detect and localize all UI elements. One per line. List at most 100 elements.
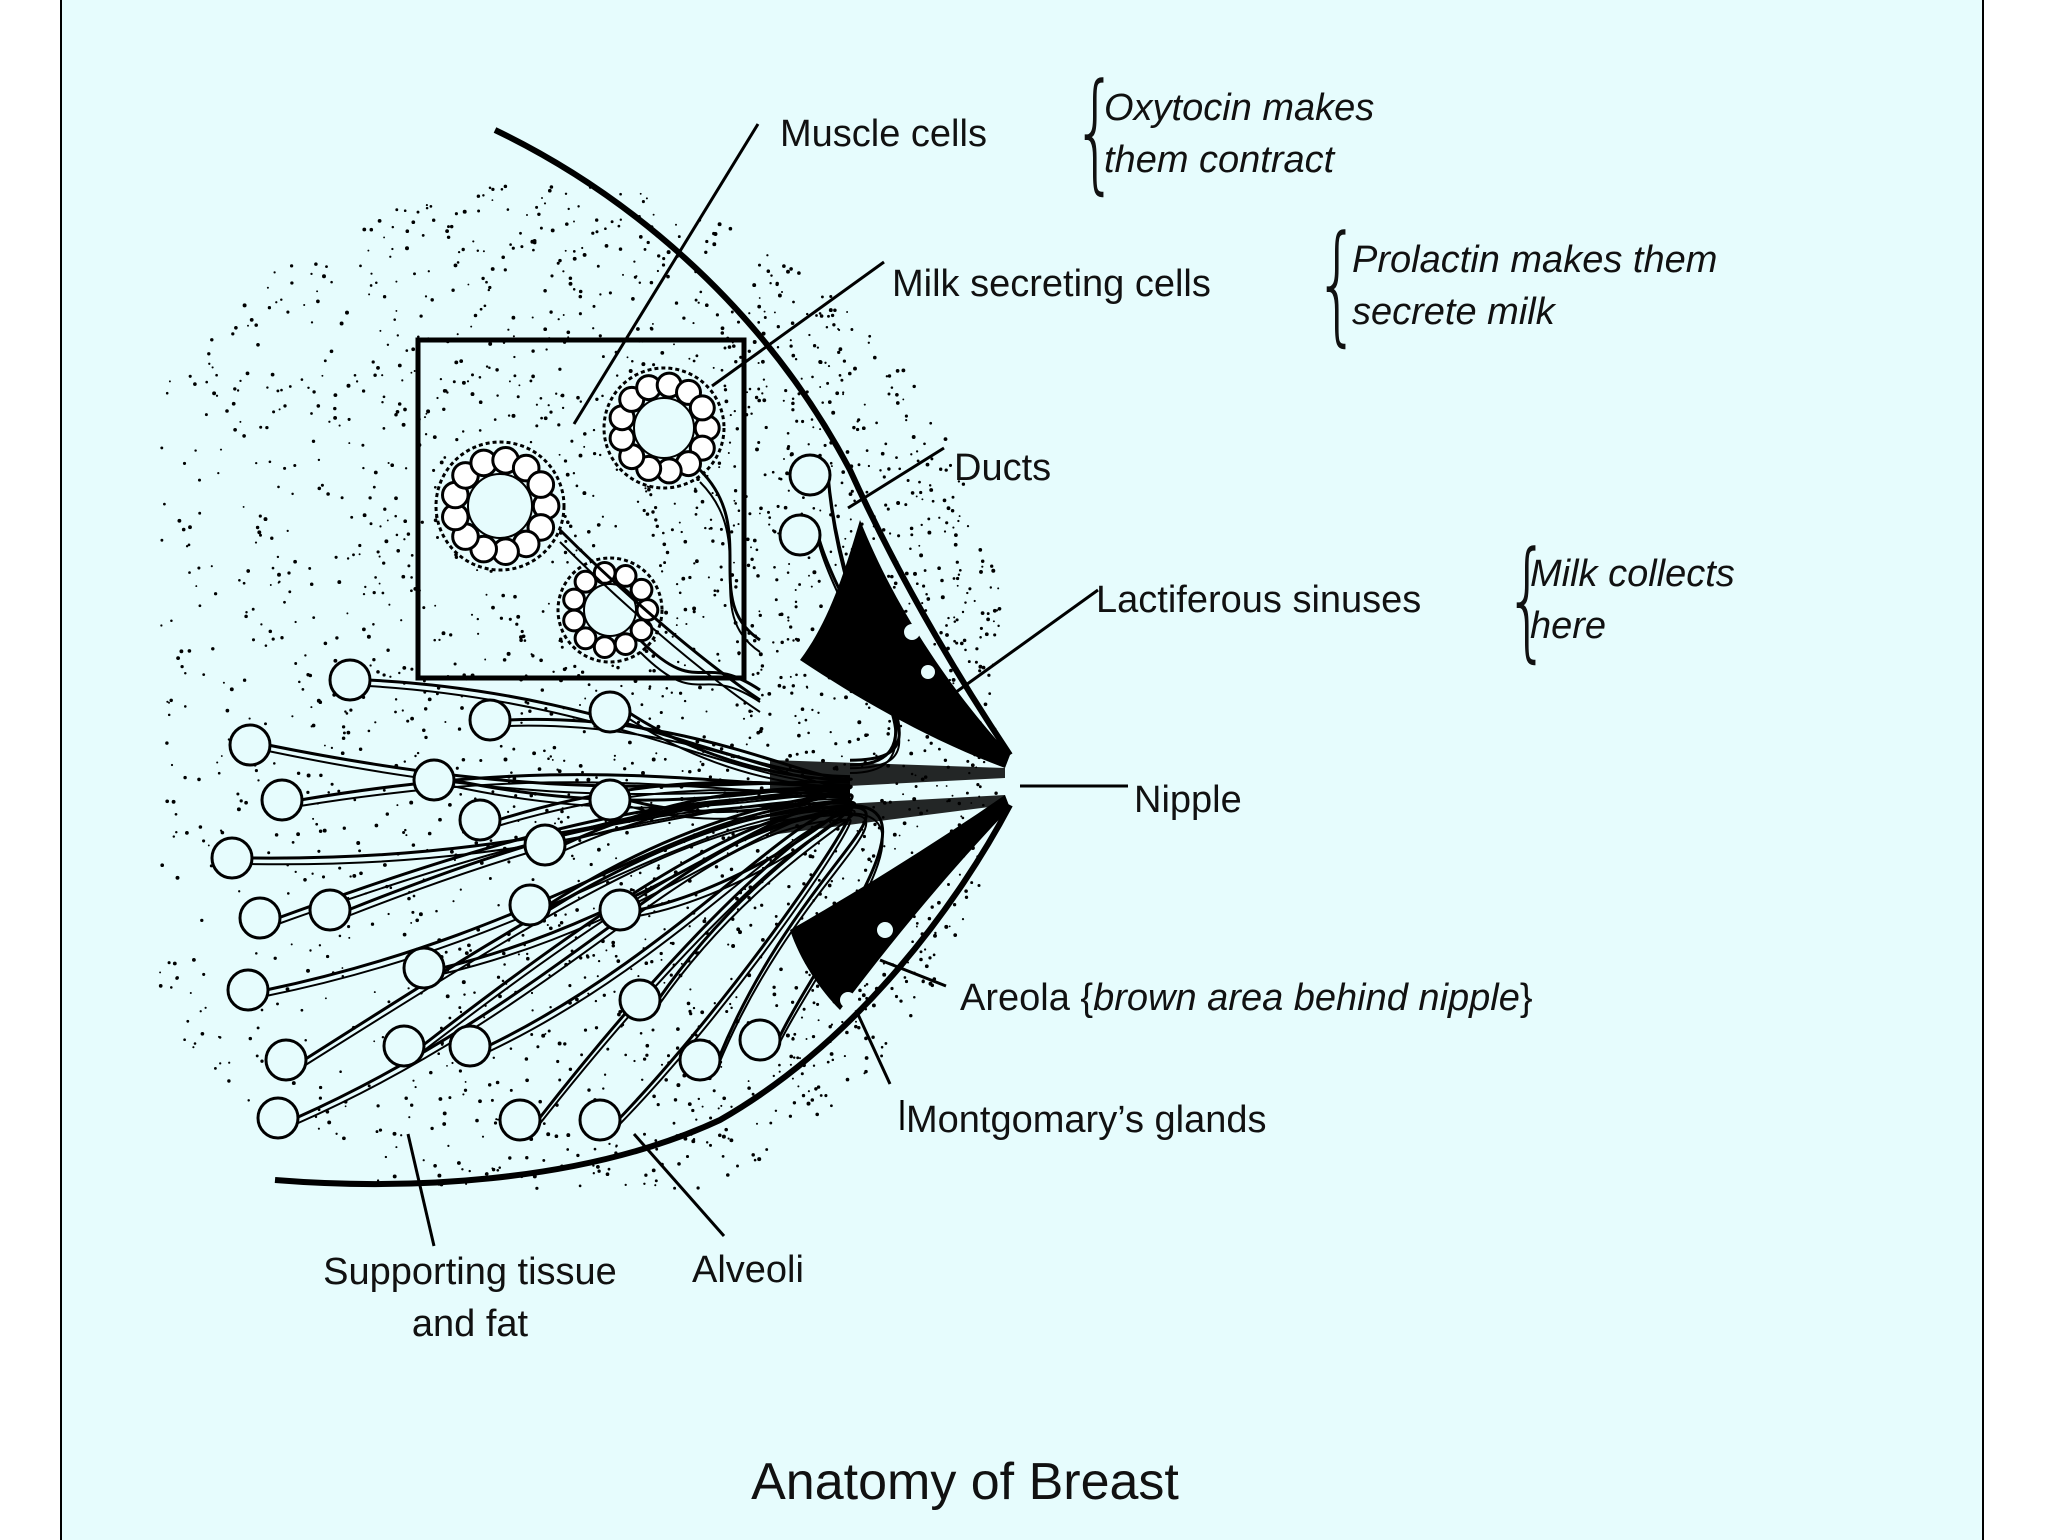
stipple-dot xyxy=(312,390,316,394)
stipple-dot xyxy=(208,362,211,365)
stipple-dot xyxy=(485,593,488,596)
stipple-dot xyxy=(643,247,647,251)
stipple-dot xyxy=(392,1174,397,1179)
stipple-dot xyxy=(188,525,192,530)
stipple-dot xyxy=(920,523,923,527)
stipple-dot xyxy=(926,597,931,601)
stipple-dot xyxy=(678,691,683,695)
stipple-dot xyxy=(946,506,951,511)
stipple-dot xyxy=(757,1157,762,1162)
stipple-dot xyxy=(774,598,778,602)
stipple-dot xyxy=(812,1001,816,1005)
stipple-dot xyxy=(850,328,854,331)
stipple-dot xyxy=(746,563,751,568)
stipple-dot xyxy=(379,329,382,332)
stipple-dot xyxy=(401,379,404,382)
stipple-dot xyxy=(537,767,542,771)
stipple-dot xyxy=(373,373,377,377)
stipple-dot xyxy=(657,254,661,258)
stipple-dot xyxy=(636,500,640,504)
stipple-dot xyxy=(384,1155,388,1159)
stipple-dot xyxy=(476,249,480,252)
stipple-dot xyxy=(727,1137,730,1140)
stipple-dot xyxy=(187,649,192,653)
stipple-dot xyxy=(656,269,660,273)
stipple-dot xyxy=(636,720,641,724)
stipple-dot xyxy=(789,675,792,678)
stipple-dot xyxy=(373,470,378,475)
stipple-dot xyxy=(539,658,543,663)
stipple-dot xyxy=(405,349,409,352)
stipple-dot xyxy=(725,1009,729,1014)
stipple-dot xyxy=(827,365,831,368)
stipple-dot xyxy=(767,510,770,514)
stipple-dot xyxy=(462,209,467,214)
stipple-dot xyxy=(819,692,824,697)
stipple-dot xyxy=(763,316,767,319)
stipple-dot xyxy=(447,1144,450,1147)
stipple-dot xyxy=(947,616,950,620)
stipple-dot xyxy=(663,757,667,761)
stipple-dot xyxy=(273,271,276,274)
stipple-dot xyxy=(160,863,165,868)
stipple-dot xyxy=(666,274,670,279)
stipple-dot xyxy=(453,263,458,268)
stipple-dot xyxy=(655,524,660,529)
stipple-dot xyxy=(367,1084,371,1088)
stipple-dot xyxy=(176,656,181,661)
stipple-dot xyxy=(474,841,479,845)
stipple-dot xyxy=(395,533,399,537)
stipple-dot xyxy=(246,569,251,573)
stipple-dot xyxy=(863,984,867,987)
stipple-dot xyxy=(733,499,736,502)
stipple-dot xyxy=(597,847,601,852)
stipple-dot xyxy=(897,534,901,538)
stipple-dot xyxy=(958,873,961,876)
stipple-dot xyxy=(513,374,517,378)
stipple-dot xyxy=(806,312,809,316)
stipple-dot xyxy=(535,403,539,406)
stipple-dot xyxy=(514,835,518,840)
stipple-dot xyxy=(398,671,401,675)
stipple-dot xyxy=(765,385,768,388)
stipple-dot xyxy=(616,665,620,670)
stipple-dot xyxy=(811,749,816,754)
stipple-dot xyxy=(828,308,833,313)
stipple-dot xyxy=(864,1036,868,1041)
stipple-dot xyxy=(382,788,386,792)
stipple-dot xyxy=(737,509,741,512)
stipple-dot xyxy=(342,731,346,735)
stipple-dot xyxy=(819,314,824,318)
stipple-dot xyxy=(395,309,398,312)
stipple-dot xyxy=(997,606,1002,611)
stipple-dot xyxy=(371,360,375,364)
stipple-dot xyxy=(932,953,936,957)
stipple-dot xyxy=(711,688,714,691)
stipple-dot xyxy=(403,760,406,763)
stipple-dot xyxy=(410,589,413,593)
stipple-dot xyxy=(909,547,912,551)
stipple-dot xyxy=(652,363,656,367)
stipple-dot xyxy=(748,709,752,713)
stipple-dot xyxy=(713,593,717,597)
stipple-dot xyxy=(547,188,552,193)
stipple-dot xyxy=(403,209,407,212)
stipple-dot xyxy=(592,451,597,456)
stipple-dot xyxy=(446,1065,448,1067)
stipple-dot xyxy=(902,398,905,401)
stipple-dot xyxy=(309,582,314,586)
stipple-dot xyxy=(463,1088,468,1092)
stipple-dot xyxy=(861,849,864,852)
stipple-dot xyxy=(462,1093,465,1096)
stipple-dot xyxy=(729,1138,734,1143)
stipple-dot xyxy=(167,713,171,717)
stipple-dot xyxy=(165,799,170,804)
stipple-dot xyxy=(511,246,515,250)
stipple-dot xyxy=(372,623,375,626)
stipple-dot xyxy=(956,584,959,587)
stipple-dot xyxy=(289,264,294,268)
stipple-dot xyxy=(916,825,919,828)
stipple-dot xyxy=(810,418,814,421)
stipple-dot xyxy=(174,812,178,816)
stipple-dot xyxy=(401,422,406,427)
